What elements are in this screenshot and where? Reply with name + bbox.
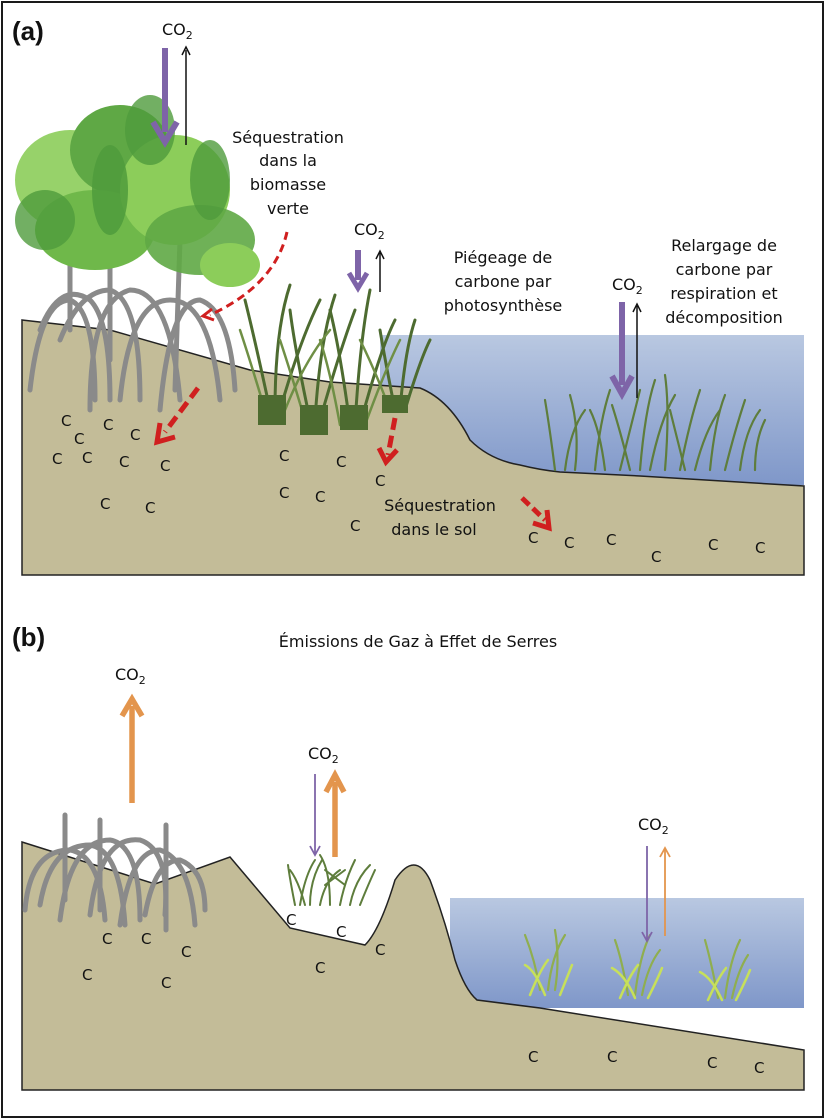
carbon-symbol: C (102, 930, 112, 948)
mangrove-soil-arrowhead (153, 422, 176, 446)
biomass-sequestration-arrow (209, 231, 289, 317)
release-arrowhead (632, 302, 642, 313)
carbon-symbol: C (141, 930, 151, 948)
release-label-3: respiration et (670, 284, 777, 303)
carbon-symbol: C (708, 536, 718, 554)
uptake-arrowhead (641, 931, 653, 943)
carbon-symbol: C (651, 548, 661, 566)
carbon-symbol: C (74, 430, 84, 448)
carbon-symbol: C (528, 1048, 538, 1066)
co2-flux-seagrass-b: CO2 (638, 815, 671, 943)
carbon-symbol: C (606, 531, 616, 549)
co2-label: CO2 (612, 275, 643, 297)
carbon-symbols-b: C C C C C C C C C C C C C (82, 911, 764, 1077)
labels-a: Séquestration dans la biomasse verte Pié… (232, 128, 783, 539)
panel-b: (b) Émissions de Gaz à Effet de Serres (12, 622, 805, 1091)
co2-label: CO2 (354, 220, 385, 242)
carbon-symbol: C (82, 966, 92, 984)
carbon-symbol: C (279, 447, 289, 465)
seagrass-soil-arrow (520, 496, 547, 522)
co2-label: CO2 (115, 665, 146, 687)
carbon-symbol: C (61, 412, 71, 430)
carbon-symbol: C (103, 416, 113, 434)
uptake-arrowhead (150, 120, 180, 148)
soil-sequestration-label-1: Séquestration (384, 496, 496, 515)
biomass-label-1: Séquestration (232, 128, 344, 147)
carbon-symbol: C (52, 450, 62, 468)
carbon-symbol: C (528, 529, 538, 547)
uptake-arrowhead (346, 271, 370, 293)
carbon-symbol: C (755, 539, 765, 557)
carbon-symbol: C (754, 1059, 764, 1077)
carbon-symbol: C (160, 457, 170, 475)
emission-arrowhead (119, 693, 145, 718)
biomass-label-4: verte (267, 199, 309, 218)
carbon-symbol: C (336, 923, 346, 941)
carbon-symbol: C (315, 959, 325, 977)
mangrove-canopy-a (15, 95, 260, 287)
panel-b-label: (b) (12, 622, 45, 652)
photosynthesis-label-1: Piégeage de (454, 248, 552, 267)
release-arrowhead (375, 249, 385, 260)
salt-marsh-grass-b (287, 854, 376, 906)
co2-flux-saltmarsh-a: CO2 (346, 220, 385, 293)
carbon-symbols-a: C C C C C C C C C C C C C C C C C C C C … (52, 412, 765, 566)
carbon-symbol: C (375, 941, 385, 959)
biomass-label-3: biomasse (250, 175, 326, 194)
carbon-symbol: C (181, 943, 191, 961)
carbon-symbol: C (279, 484, 289, 502)
marsh-soil-arrow (385, 417, 398, 456)
carbon-symbol: C (286, 911, 296, 929)
release-label-1: Relargage de (671, 236, 777, 255)
co2-label: CO2 (638, 815, 669, 837)
release-label-2: carbone par (676, 260, 773, 279)
soil-sequestration-label-2: dans le sol (391, 520, 476, 539)
co2-flux-seagrass-a: CO2 (609, 275, 643, 401)
seagrass-b (523, 928, 752, 1002)
carbon-symbol: C (707, 1054, 717, 1072)
carbon-symbol: C (145, 499, 155, 517)
seagrass-a (543, 373, 767, 472)
marsh-soil-arrowhead (376, 446, 399, 467)
carbon-symbol: C (119, 453, 129, 471)
carbon-symbol: C (100, 495, 110, 513)
salt-marsh-grass-a (238, 283, 432, 435)
mangrove-roots-b (22, 812, 208, 933)
panel-a: (a) (12, 16, 805, 576)
uptake-arrowhead (609, 374, 635, 401)
carbon-symbol: C (315, 488, 325, 506)
carbon-symbol: C (130, 426, 140, 444)
release-label-4: décomposition (665, 308, 783, 327)
seagrass-soil-arrowhead (532, 509, 552, 532)
biomass-sequestration-arrowhead (199, 307, 215, 322)
photosynthesis-label-2: carbone par (455, 272, 552, 291)
co2-label: CO2 (308, 744, 339, 766)
photosynthesis-label-3: photosynthèse (444, 296, 563, 315)
panel-a-label: (a) (12, 16, 44, 46)
carbon-symbol: C (375, 472, 385, 490)
mangrove-soil-arrow (163, 386, 200, 434)
carbon-symbol: C (564, 534, 574, 552)
biomass-label-2: dans la (259, 151, 317, 170)
co2-label: CO2 (162, 20, 193, 42)
carbon-symbol: C (161, 974, 171, 992)
co2-flux-saltmarsh-b: CO2 (308, 744, 347, 857)
carbon-symbol: C (350, 517, 360, 535)
uptake-arrowhead (309, 845, 321, 857)
carbon-symbol: C (82, 449, 92, 467)
emission-arrowhead (659, 846, 671, 858)
release-arrowhead (181, 45, 191, 56)
co2-flux-mangrove-b: CO2 (115, 665, 146, 803)
carbon-symbol: C (607, 1048, 617, 1066)
sequestration-arrows-a (153, 231, 552, 532)
mangrove-roots-a (27, 227, 238, 413)
carbon-symbol: C (336, 453, 346, 471)
emission-arrowhead (323, 769, 347, 794)
panel-b-title: Émissions de Gaz à Effet de Serres (279, 632, 557, 651)
soil-b (21, 840, 805, 1091)
co2-flux-mangrove-a: CO2 (150, 20, 193, 148)
